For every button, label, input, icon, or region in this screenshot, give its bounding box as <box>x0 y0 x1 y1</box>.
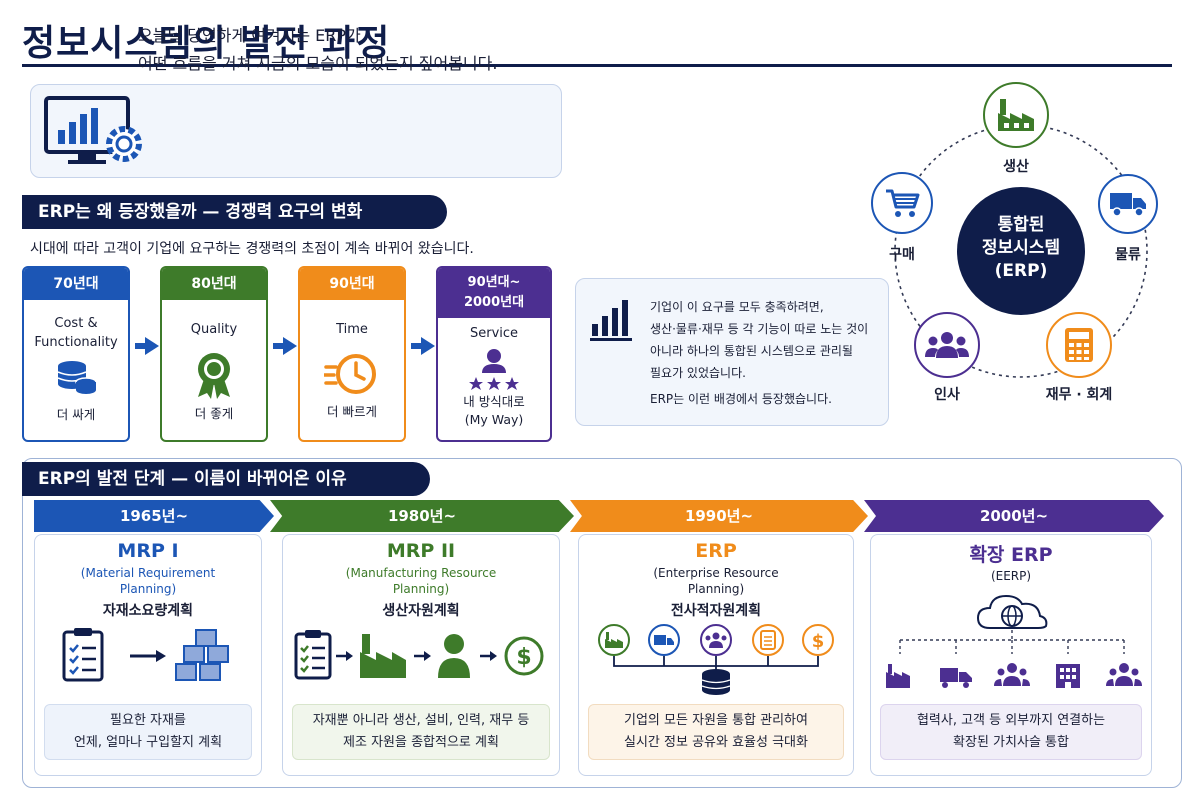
erp-ring-connector <box>894 124 1148 378</box>
era-card-90s-2000s: 90년대~ 2000년대 Service 내 방식대로 (My Way) <box>436 266 552 442</box>
erp-node-logistics <box>1098 174 1158 234</box>
era-slogan: 더 싸게 <box>56 407 96 422</box>
factory-icon <box>998 99 1034 131</box>
stage-kor: 생산자원계획 <box>382 603 460 619</box>
stage-desc-line2: 제조 자원을 종합적으로 계획 <box>343 735 499 750</box>
stage-eng-line1: (Enterprise Resource <box>653 566 779 580</box>
erp-node-label: 재무 · 회계 <box>1045 387 1113 403</box>
coins-icon <box>57 361 97 394</box>
stage-kor: 자재소요량계획 <box>102 603 194 619</box>
era-card-70s: 70년대 Cost & Functionality 더 싸게 <box>22 266 130 442</box>
stage-eng-line2: Planning) <box>119 582 177 596</box>
section1-description: 시대에 따라 고객이 기업에 요구하는 경쟁력의 초점이 계속 바뀌어 왔습니다… <box>30 241 474 257</box>
timeline-chevron-1965: 1965년~ <box>34 500 274 532</box>
stage-kor: 전사적자원계획 <box>670 603 762 619</box>
stage-desc-line1: 기업의 모든 자원을 통합 관리하여 <box>624 713 808 728</box>
timeline-chevron-1980: 1980년~ <box>270 500 574 532</box>
svg-text:$: $ <box>516 645 531 670</box>
stage-desc-line1: 필요한 자재를 <box>110 713 186 728</box>
erp-node-production <box>983 82 1049 148</box>
explanation-line4: 필요가 있었습니다. <box>650 366 746 380</box>
era-period: 70년대 <box>24 268 128 300</box>
stage-name: MRP II <box>386 540 456 562</box>
era-period-line2: 2000년대 <box>463 295 525 310</box>
era-period: 90년대~ 2000년대 <box>438 268 550 318</box>
era-focus-line1: Service <box>469 326 519 341</box>
erp-node-purchasing <box>871 172 933 234</box>
stage-description: 기업의 모든 자원을 통합 관리하여 실시간 정보 공유와 효율성 극대화 <box>588 704 844 760</box>
era-card-80s: 80년대 Quality 더 좋게 <box>160 266 268 442</box>
section1-heading: ERP는 왜 등장했을까 — 경쟁력 요구의 변화 <box>22 195 447 229</box>
stage-desc-line2: 언제, 얼마나 구입할지 계획 <box>73 735 223 750</box>
era-period: 80년대 <box>162 268 266 300</box>
truck-icon <box>1110 193 1146 217</box>
stage-eng-line2: Planning) <box>687 582 745 596</box>
stage-desc-line1: 자재뿐 아니라 생산, 설비, 인력, 재무 등 <box>312 713 530 728</box>
calculator-icon <box>1065 328 1093 362</box>
stage-description: 자재뿐 아니라 생산, 설비, 인력, 재무 등 제조 자원을 종합적으로 계획 <box>292 704 550 760</box>
monitor-chart-gear-icon <box>44 96 142 164</box>
clipboard-factory-worker-dollar-icon: $ <box>294 630 544 680</box>
svg-text:$: $ <box>812 631 825 652</box>
cart-icon <box>886 189 920 217</box>
explanation-line2: 생산·물류·재무 등 각 기능이 따로 노는 것이 <box>650 322 869 336</box>
erp-center-line3: (ERP) <box>994 261 1048 281</box>
stage-eng-line1: (Material Requirement <box>80 566 216 580</box>
arrow-icon <box>411 337 435 355</box>
stage-name: 확장 ERP <box>969 544 1053 566</box>
era-slogan: 더 빠르게 <box>327 404 377 419</box>
arrow-icon <box>135 337 159 355</box>
era-focus-line2: Functionality <box>34 335 118 350</box>
explanation-line3: 아니라 하나의 통합된 시스템으로 관리될 <box>650 344 853 358</box>
timeline-chevron-1990: 1990년~ <box>570 500 868 532</box>
erp-node-label: 물류 <box>1115 247 1141 263</box>
section2-frame <box>22 458 1182 788</box>
erp-node-label: 구매 <box>889 247 915 263</box>
erp-node-hr <box>914 312 980 378</box>
title-divider <box>22 64 1172 67</box>
era-period: 90년대 <box>300 268 404 300</box>
era-focus-line1: Cost & <box>54 316 98 331</box>
cloud-network-icon <box>886 594 1142 688</box>
stage-desc-line2: 확장된 가치사슬 통합 <box>953 735 1069 750</box>
intro-text-line1: 오늘날 당연하게 여겨지는 ERP가 <box>138 26 361 45</box>
arrow-icon <box>273 337 297 355</box>
stage-name: MRP I <box>117 540 179 562</box>
era-period-line1: 90년대~ <box>467 275 521 290</box>
erp-node-label: 인사 <box>934 387 960 403</box>
intro-text-line2: 어떤 흐름을 거쳐 지금의 모습이 되었는지 짚어봅니다. <box>138 54 498 73</box>
stage-description: 협력사, 고객 등 외부까지 연결하는 확장된 가치사슬 통합 <box>880 704 1142 760</box>
erp-node-finance <box>1046 312 1112 378</box>
award-badge-icon <box>198 353 230 399</box>
user-stars-icon <box>469 349 519 390</box>
stage-description: 필요한 자재를 언제, 얼마나 구입할지 계획 <box>44 704 252 760</box>
erp-center-node: 통합된 정보시스템 (ERP) <box>957 187 1085 315</box>
stage-eng-line1: (EERP) <box>990 569 1032 583</box>
people-icon <box>925 332 969 358</box>
era-focus-line1: Time <box>336 322 368 337</box>
erp-center-line2: 정보시스템 <box>981 238 1061 258</box>
era-slogan-line2: (My Way) <box>464 412 524 427</box>
stage-desc-line2: 실시간 정보 공유와 효율성 극대화 <box>624 735 808 750</box>
clipboard-to-boxes-icon <box>62 628 229 682</box>
fast-clock-icon <box>324 354 376 394</box>
era-slogan: 더 좋게 <box>194 406 234 421</box>
erp-node-label: 생산 <box>1003 159 1029 175</box>
explanation-line1: 기업이 이 요구를 모두 충족하려면, <box>650 300 824 314</box>
era-card-90s: 90년대 Time 더 빠르게 <box>298 266 406 442</box>
era-slogan-line1: 내 방식대로 <box>463 394 525 409</box>
stage-eng-line2: Planning) <box>392 582 450 596</box>
stage-eng-line1: (Manufacturing Resource <box>345 566 497 580</box>
section2-heading: ERP의 발전 단계 — 이름이 바뀌어온 이유 <box>22 462 430 496</box>
integrated-database-icon: $ <box>598 624 834 695</box>
stage-name: ERP <box>695 540 737 562</box>
era-focus-line1: Quality <box>190 322 238 337</box>
explanation-conclusion: ERP는 이런 배경에서 등장했습니다. <box>650 392 832 406</box>
erp-center-line1: 통합된 <box>997 215 1045 235</box>
bar-chart-icon <box>590 300 632 341</box>
timeline-chevron-2000: 2000년~ <box>864 500 1164 532</box>
page-title: 정보시스템의 발전 과정 <box>22 23 391 64</box>
stage-desc-line1: 협력사, 고객 등 외부까지 연결하는 <box>916 713 1106 728</box>
